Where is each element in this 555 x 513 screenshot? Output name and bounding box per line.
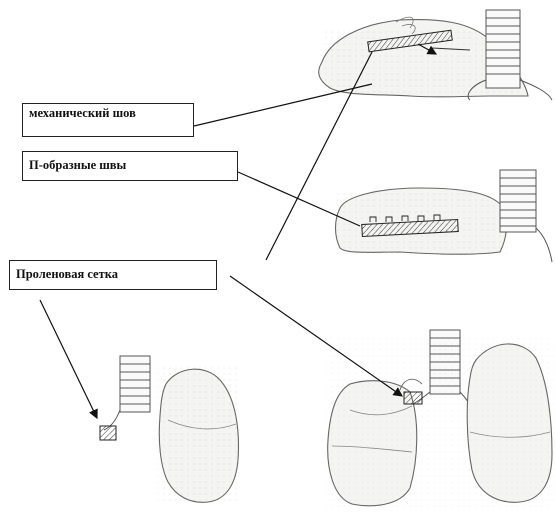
label-prolene-mesh: Проленовая сетка [9,260,217,290]
label-u-sutures: П-образные швы [22,151,238,181]
leader-mesh-to-stump [230,276,402,396]
prolene-mesh-patch [100,426,116,440]
label-u-sutures-text: П-образные швы [29,158,126,172]
right-lungs-illustration [326,330,554,508]
leader-mesh-arrow [40,300,97,418]
left-lung-illustration [100,356,240,504]
label-mechanical-suture-text: механический шов [29,106,136,120]
label-mechanical-suture: механический шов [22,103,194,137]
top-lung-illustration [319,10,552,100]
label-prolene-mesh-text: Проленовая сетка [16,267,118,281]
middle-lung-illustration [336,170,553,262]
left-trachea [104,356,150,430]
